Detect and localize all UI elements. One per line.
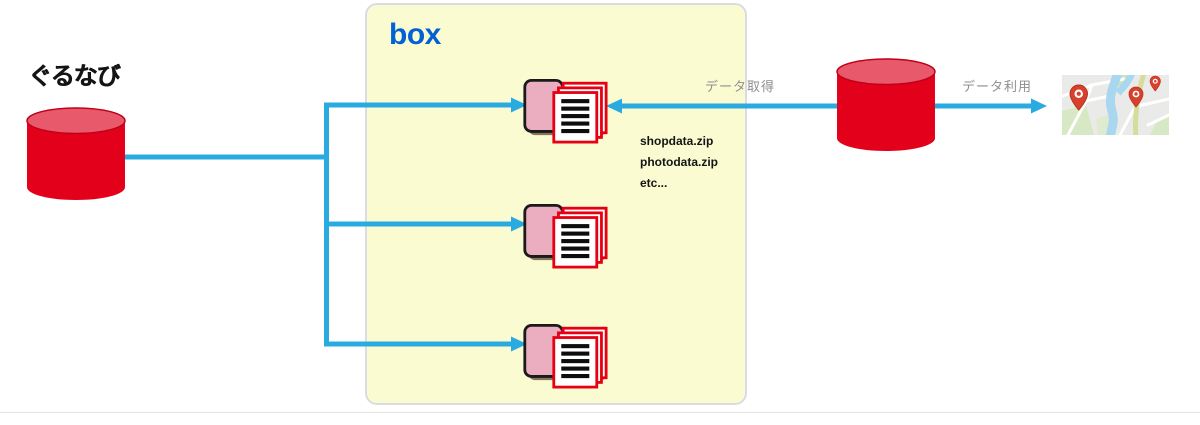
external-database-icon <box>835 57 937 153</box>
arrowhead-folder-3 <box>511 336 527 352</box>
map-pin-large <box>1069 84 1089 111</box>
file-name: shopdata.zip <box>640 134 714 148</box>
arrowhead-folder-1 <box>511 97 527 113</box>
box-logo: box <box>389 18 441 51</box>
arrowhead-data-use <box>1031 98 1047 114</box>
data-use-label: データ利用 <box>962 79 1033 94</box>
file-name: photodata.zip <box>640 155 718 169</box>
arrowhead-folder-2 <box>511 216 527 232</box>
page-divider <box>0 412 1200 413</box>
map-icon <box>1062 75 1169 135</box>
folder-documents-icon-3 <box>522 315 608 390</box>
map-pin-small <box>1149 75 1161 92</box>
gurunavi-database-icon <box>25 106 127 202</box>
gurunavi-logo: ぐるなび <box>28 63 121 90</box>
data-fetch-label: データ取得 <box>705 79 776 94</box>
folder-documents-icon-2 <box>522 195 608 270</box>
map-pin-medium <box>1128 86 1144 108</box>
arrowhead-data-fetch <box>606 98 622 114</box>
folder-documents-icon-1 <box>522 70 608 145</box>
file-list: shopdata.zip photodata.zip etc... <box>640 131 718 194</box>
file-name: etc... <box>640 176 668 190</box>
